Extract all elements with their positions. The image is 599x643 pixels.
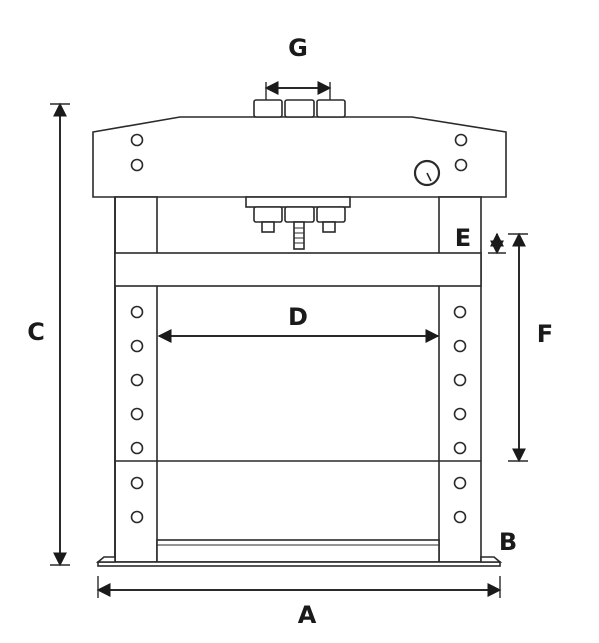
bolt-hole-icon bbox=[453, 373, 467, 387]
bolt-hole-icon bbox=[454, 133, 468, 147]
label-c: C bbox=[27, 318, 45, 346]
bolt-hole-icon bbox=[130, 339, 144, 353]
bolt-hole-icon bbox=[130, 441, 144, 455]
dimension-c: C bbox=[27, 102, 70, 567]
ram-cylinders bbox=[245, 196, 351, 250]
bolt-hole-icon bbox=[454, 158, 468, 172]
bolt-hole-icon bbox=[130, 407, 144, 421]
label-d: D bbox=[288, 303, 308, 331]
top-cylinders bbox=[253, 99, 346, 118]
press-head bbox=[92, 116, 507, 198]
dimension-a: A bbox=[96, 576, 502, 629]
label-b: B bbox=[499, 528, 517, 556]
bolt-hole-icon bbox=[130, 373, 144, 387]
bolt-hole-icon bbox=[453, 305, 467, 319]
bolt-hole-icon bbox=[130, 133, 144, 147]
dimension-g: G bbox=[264, 34, 332, 100]
upper-cross-beam bbox=[114, 252, 482, 287]
dimension-f: F bbox=[508, 232, 553, 463]
pressure-gauge-icon bbox=[413, 159, 441, 187]
bolt-hole-icon bbox=[453, 407, 467, 421]
bolt-hole-icon bbox=[130, 476, 144, 490]
left-column bbox=[114, 196, 158, 563]
label-f: F bbox=[537, 320, 553, 348]
dimension-d: D bbox=[157, 303, 440, 343]
bolt-hole-icon bbox=[453, 510, 467, 524]
bolt-hole-icon bbox=[453, 441, 467, 455]
dimension-e: E bbox=[455, 224, 506, 255]
bolt-hole-icon bbox=[130, 158, 144, 172]
label-e: E bbox=[455, 224, 471, 252]
bolt-hole-icon bbox=[130, 510, 144, 524]
label-a: A bbox=[298, 601, 317, 629]
bolt-hole-icon bbox=[453, 476, 467, 490]
base-plate bbox=[95, 539, 503, 567]
label-g: G bbox=[288, 34, 308, 62]
bolt-hole-icon bbox=[130, 305, 144, 319]
bolt-hole-icon bbox=[453, 339, 467, 353]
